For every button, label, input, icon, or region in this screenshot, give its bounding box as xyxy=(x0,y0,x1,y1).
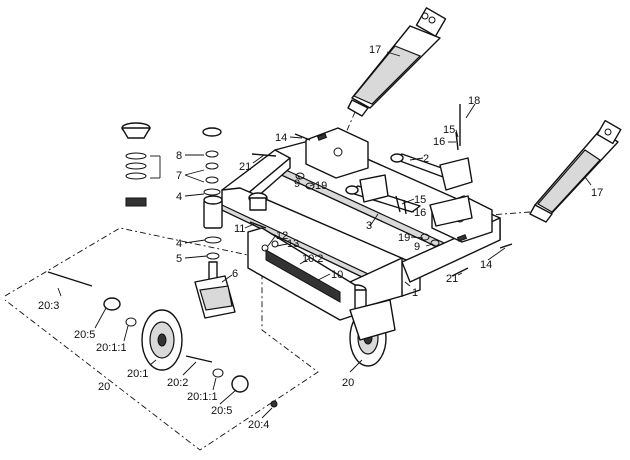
callout-7: 7 xyxy=(176,170,182,182)
callout-20-installed: 20 xyxy=(342,377,354,389)
hydraulic-cylinder-upper xyxy=(344,7,447,136)
frame-decal-plate xyxy=(247,227,356,321)
callout-17-right: 17 xyxy=(591,187,603,199)
leader-lines xyxy=(57,51,592,419)
callout-20-5-right: 20:5 xyxy=(211,405,232,417)
callout-20-exploded: 20 xyxy=(98,381,110,393)
callout-5: 5 xyxy=(176,253,182,265)
callout-1: 1 xyxy=(412,287,418,299)
callout-9-upper: 9 xyxy=(294,178,300,190)
callout-20-5-left: 20:5 xyxy=(74,329,95,341)
caster-assembly-outline xyxy=(4,227,319,451)
callout-2: 2 xyxy=(423,153,429,165)
callout-20-3: 20:3 xyxy=(38,300,59,312)
callout-14-upper: 14 xyxy=(275,132,287,144)
callout-3: 3 xyxy=(366,220,372,232)
callout-19-lower: 19 xyxy=(398,232,410,244)
callout-20-2: 20:2 xyxy=(167,377,188,389)
callout-11: 11 xyxy=(234,223,245,235)
callout-14-lower: 14 xyxy=(480,259,492,271)
callout-21-upper: 21 xyxy=(239,161,251,173)
exploded-wheel-parts xyxy=(47,271,278,408)
callout-16-upper: 16 xyxy=(433,136,445,148)
callout-labels: 17 17 18 15 16 2 14 21 8 7 4 4 5 6 11 12… xyxy=(38,44,603,431)
callout-21-lower: 21 xyxy=(446,273,458,285)
callout-20-1-1-left: 20:1:1 xyxy=(96,342,127,354)
callout-16-lower: 16 xyxy=(414,207,426,219)
callout-19-upper: 19 xyxy=(315,180,327,192)
callout-18: 18 xyxy=(468,95,480,107)
main-frame xyxy=(221,127,501,311)
callout-15-lower: 15 xyxy=(414,194,426,206)
callout-17-upper: 17 xyxy=(369,44,381,56)
callout-6: 6 xyxy=(232,268,238,280)
callout-15-upper: 15 xyxy=(443,124,455,136)
callout-20-1-1-right: 20:1:1 xyxy=(187,391,218,403)
hydraulic-cylinder-right xyxy=(489,119,622,223)
callout-20-1: 20:1 xyxy=(127,368,148,380)
installed-caster-wheel xyxy=(349,299,396,367)
callout-10-2: 10:2 xyxy=(302,253,323,265)
callout-13: 13 xyxy=(287,238,299,250)
callout-8: 8 xyxy=(176,150,182,162)
callout-4-upper: 4 xyxy=(176,191,182,203)
callout-4-lower: 4 xyxy=(176,238,182,250)
caster-spindle-stack xyxy=(121,122,236,319)
hardware-fasteners xyxy=(249,104,513,277)
callout-10: 10 xyxy=(331,269,343,281)
callout-20-4: 20:4 xyxy=(248,419,269,431)
callout-12: 12 xyxy=(276,230,288,242)
callout-9-lower: 9 xyxy=(414,241,420,253)
